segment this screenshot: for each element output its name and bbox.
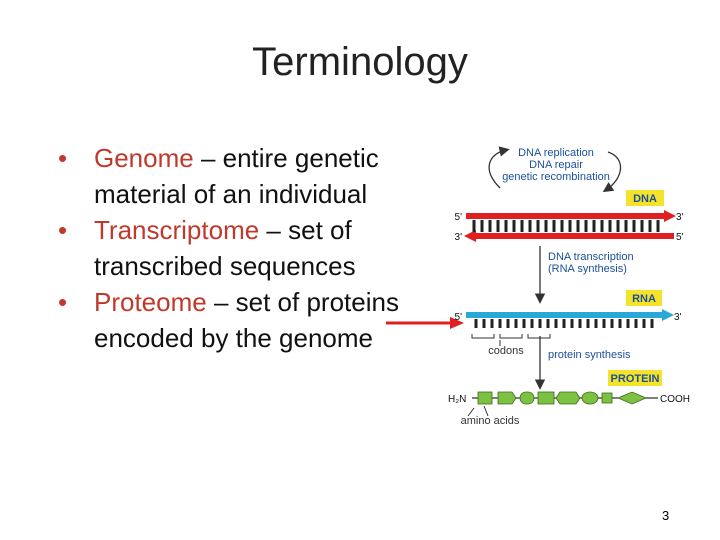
bullet-transcriptome: • Transcriptome – set of transcribed sequ… [58,212,438,284]
rna-bases [474,319,654,328]
dna-top-strand [466,213,666,219]
protein-synthesis-label: protein synthesis [548,349,631,361]
dna-top-strand-arrowhead [664,210,676,222]
term-proteome: Proteome [94,287,207,317]
cycle-label-repair: DNA repair [529,159,583,171]
strand-end-label: 3' [674,312,682,323]
cycle-label-recombination: genetic recombination [502,171,610,183]
strand-end-label: 3' [455,232,463,243]
dna-badge-label: DNA [633,193,657,205]
dna-badge [626,190,664,206]
replication-cycle-arrow-icon [602,151,622,193]
codon-brackets [471,334,551,339]
central-dogma-diagram: DNA replication DNA repair genetic recom… [448,146,690,427]
transcription-label: DNA transcription [548,251,634,263]
strand-end-label: 5' [455,212,463,223]
bullet-genome: • Genome – entire genetic material of an … [58,140,438,212]
rna-badge-label: RNA [632,293,656,305]
term-transcriptome: Transcriptome [94,215,260,245]
term-genome: Genome [94,143,194,173]
transcription-sublabel: (RNA synthesis) [548,263,627,275]
rna-badge [626,290,662,306]
dna-bottom-strand [474,233,674,239]
n-terminus-label: H₂N [448,394,466,405]
bullet-list: • Genome – entire genetic material of an … [58,140,438,356]
strand-end-label: 3' [676,212,684,223]
amino-acids-label: amino acids [461,415,520,427]
slide-title: Terminology [252,40,468,84]
definition-proteome: – set of proteins encoded by the genome [94,287,399,353]
bullet-marker-icon: • [58,287,68,317]
rna-strand-arrowhead [662,309,674,321]
strand-end-label: 5' [676,232,684,243]
bullet-proteome: • Proteome – set of proteins encoded by t… [58,284,438,356]
pointer-arrow-icon [386,317,464,329]
protein-badge-label: PROTEIN [611,373,660,385]
dna-base-pairs [472,220,660,232]
cycle-label-replication: DNA replication [518,147,594,159]
definition-transcriptome: – set of transcribed sequences [94,215,356,281]
bullet-marker-icon: • [58,215,68,245]
dna-bottom-strand-arrowhead [464,230,476,242]
amino-acid-pointer-icon [467,405,489,417]
amino-acid-residues [477,391,648,405]
bullet-marker-icon: • [58,143,68,173]
definition-genome: – entire genetic material of an individu… [94,143,379,209]
codons-label: codons [488,345,524,357]
protein-badge [608,370,662,386]
rna-strand [466,312,664,318]
strand-end-label: 5' [455,312,463,323]
c-terminus-label: COOH [660,394,690,405]
replication-cycle-arrow-icon [488,146,510,189]
page-number: 3 [662,508,670,523]
